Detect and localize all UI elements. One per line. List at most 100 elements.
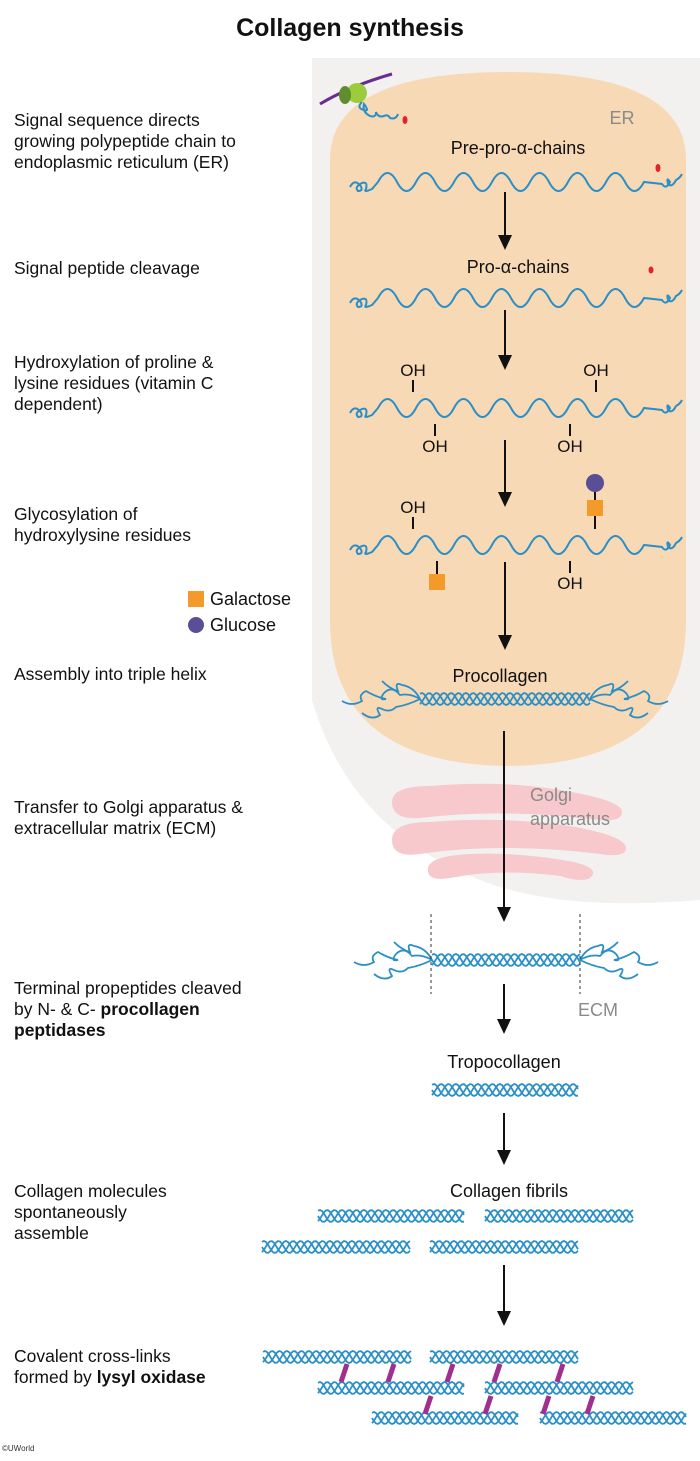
hydroxylated-chain [349, 398, 683, 419]
arrow-down [497, 731, 511, 922]
golgi-cisterna [392, 783, 622, 821]
helix-strand [431, 1083, 579, 1097]
arrow-head [498, 492, 512, 507]
golgi-cisterna [392, 819, 626, 856]
helix-strand [262, 1350, 412, 1364]
ribosome-large-subunit [347, 83, 367, 103]
golgi-cisterna [427, 853, 594, 880]
step-label-triple-helix: Assembly into triple helix [14, 664, 207, 684]
helix-strand [431, 953, 581, 967]
helix-strand [371, 1411, 519, 1425]
helix-strand [429, 1350, 579, 1364]
galactose-square-icon [188, 591, 204, 607]
glucose-circle-icon [188, 617, 204, 633]
helix-strand [317, 1381, 465, 1395]
lysyl-crosslink [554, 1363, 566, 1383]
copyright: ©UWorld [2, 1444, 35, 1453]
oh-group-label: OH [557, 574, 583, 593]
glucose-circle-icon [586, 474, 604, 492]
arrow-head [497, 1311, 511, 1326]
lysyl-crosslink [482, 1395, 494, 1415]
legend: Galactose Glucose [188, 586, 291, 638]
helix-strand [484, 1381, 634, 1395]
step-label-signal-sequence: Signal sequence directs growing polypept… [14, 110, 236, 172]
oh-group-label: OH [583, 361, 609, 380]
lysyl-crosslink [540, 1395, 552, 1415]
arrow-head [497, 1019, 511, 1034]
c-propeptide-tangle [589, 680, 669, 719]
nascent-signal-peptide [402, 116, 408, 124]
arrow-head [498, 635, 512, 650]
helix-strand [262, 1350, 412, 1364]
oh-group-label: OH [422, 437, 448, 456]
helix-strand [429, 1240, 579, 1254]
fibril-molecule [261, 1240, 411, 1254]
pre-pro-alpha-chain [349, 172, 683, 193]
helix-strand [419, 692, 591, 706]
helix-strand [431, 1083, 579, 1097]
arrow-down [497, 1265, 511, 1326]
helix-strand [484, 1209, 634, 1223]
lysyl-crosslink [491, 1363, 503, 1383]
n-propeptide-tangle [353, 941, 433, 980]
step-label-signal-cleavage: Signal peptide cleavage [14, 258, 200, 278]
pro-alpha-chains-label: Pro-α-chains [467, 257, 569, 277]
crosslinked-molecule [317, 1381, 465, 1395]
helix-strand [317, 1209, 465, 1223]
arrow-down [498, 440, 512, 507]
lysyl-crosslink [444, 1363, 456, 1383]
helix-strand [431, 953, 581, 967]
glycosylated-chain [349, 535, 683, 556]
oh-group-label: OH [557, 437, 583, 456]
helix-strand [261, 1240, 411, 1254]
pre-pro-alpha-chains-label: Pre-pro-α-chains [451, 138, 585, 158]
endoplasmic-reticulum [330, 72, 686, 766]
arrow-down [497, 984, 511, 1034]
procollagen-helix [419, 692, 591, 706]
arrow-down [498, 562, 512, 650]
pro-alpha-chain [349, 288, 683, 309]
tropocollagen-helix [431, 1083, 579, 1097]
arrow-head [498, 235, 512, 250]
ecm-label: ECM [578, 1000, 618, 1020]
lysyl-crosslink [385, 1363, 397, 1383]
helix-strand [429, 1240, 579, 1254]
golgi-apparatus [392, 783, 626, 880]
crosslinked-molecule [429, 1350, 579, 1364]
nascent-polypeptide [358, 101, 399, 120]
arrow-down [498, 192, 512, 250]
galactose-square-icon [587, 500, 603, 516]
fibril-molecule [317, 1209, 465, 1223]
helix-strand [371, 1411, 519, 1425]
galactose-square-icon [429, 574, 445, 590]
step-label-glycosylation: Glycosylation of hydroxylysine residues [14, 504, 192, 545]
step-label-golgi-transfer: Transfer to Golgi apparatus & extracellu… [14, 797, 243, 838]
crosslinked-molecule [539, 1411, 687, 1425]
step-label-hydroxylation: Hydroxylation of proline & lysine residu… [14, 352, 214, 414]
lysyl-crosslink [338, 1363, 350, 1383]
arrow-head [498, 355, 512, 370]
fibril-molecule [429, 1240, 579, 1254]
step-label-propeptide-cleavage: Terminal propeptides cleaved by N- & C- … [14, 978, 242, 1040]
arrow-down [497, 1113, 511, 1165]
helix-strand [429, 1350, 579, 1364]
step-label-cross-links: Covalent cross-links formed by lysyl oxi… [14, 1346, 206, 1387]
fibril-molecule [484, 1209, 634, 1223]
n-propeptide-tangle [341, 680, 421, 719]
helix-strand [539, 1411, 687, 1425]
arrow-head [497, 1150, 511, 1165]
legend-item-galactose: Galactose [188, 586, 291, 612]
signal-peptide [655, 164, 661, 172]
collagen-fibrils-label: Collagen fibrils [450, 1181, 568, 1201]
crosslinked-molecule [262, 1350, 412, 1364]
helix-strand [419, 692, 591, 706]
page-title: Collagen synthesis [236, 14, 464, 42]
ribosome-small-subunit [339, 86, 351, 104]
oh-group-label: OH [400, 498, 426, 517]
helix-strand [539, 1411, 687, 1425]
oh-group-label: OH [400, 361, 426, 380]
legend-item-glucose: Glucose [188, 612, 291, 638]
c-propeptide-tangle [579, 941, 659, 980]
